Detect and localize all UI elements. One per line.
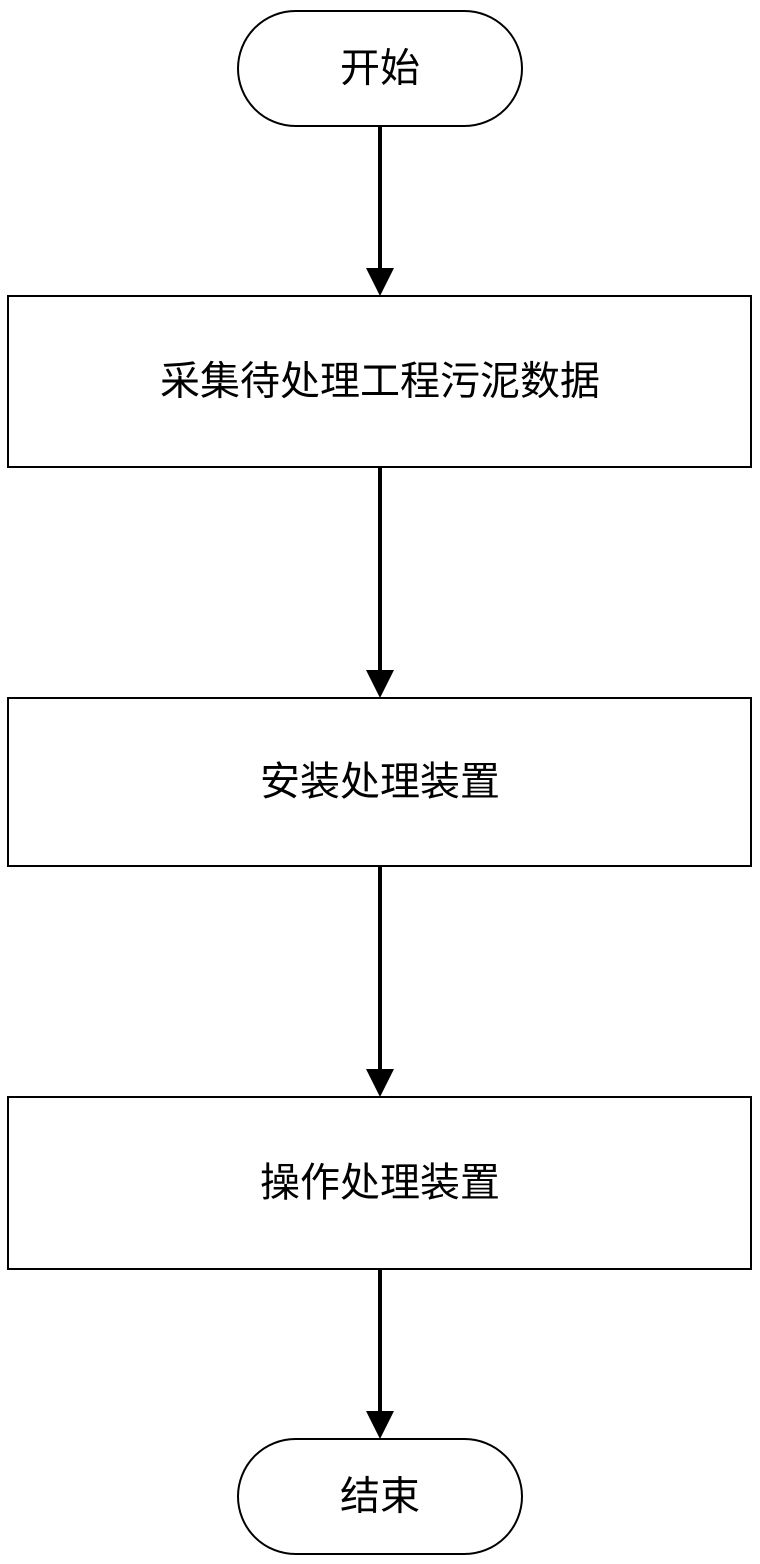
process-label-collect-data: 采集待处理工程污泥数据 <box>160 359 600 405</box>
process-box-install-device: 安装处理装置 <box>7 697 752 867</box>
end-label: 结束 <box>340 1474 420 1520</box>
arrow-step3-to-end <box>366 1269 394 1439</box>
process-box-operate-device: 操作处理装置 <box>7 1096 752 1270</box>
process-box-collect-data: 采集待处理工程污泥数据 <box>7 295 752 468</box>
flow-arrows <box>366 126 394 1439</box>
arrow-step1-to-step2 <box>366 467 394 698</box>
process-label-operate-device: 操作处理装置 <box>260 1160 500 1206</box>
start-terminal: 开始 <box>237 10 523 127</box>
arrow-step2-to-step3 <box>366 866 394 1097</box>
end-terminal: 结束 <box>237 1438 523 1555</box>
process-label-install-device: 安装处理装置 <box>260 759 500 805</box>
start-label: 开始 <box>340 46 420 92</box>
arrow-start-to-step1 <box>366 126 394 296</box>
